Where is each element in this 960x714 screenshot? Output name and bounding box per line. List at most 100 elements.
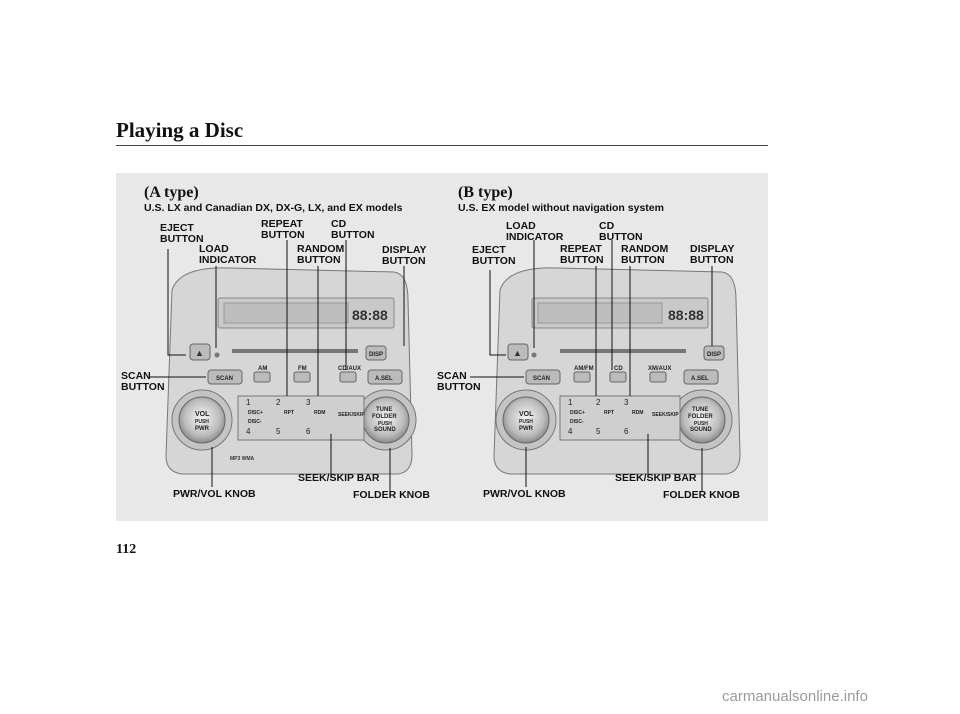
- radio-a-scan-button[interactable]: [207, 369, 243, 385]
- radio-b-preset-panel: [559, 395, 681, 441]
- radio-b-discminus: DISC-: [570, 419, 584, 425]
- radio-b-tune-text: TUNE: [692, 407, 708, 413]
- type-b-model: U.S. EX model without navigation system: [458, 202, 664, 214]
- leaders-a: [150, 240, 405, 491]
- radio-a-preset-3: 3: [306, 398, 311, 407]
- radio-a-am-text: AM: [258, 366, 267, 372]
- radio-a: 88:88 ▲ DISP SCAN AM FM CD/AUX A.SEL VOL…: [165, 267, 417, 475]
- radio-a-tpush-text: PUSH: [378, 421, 392, 427]
- page-title: Playing a Disc: [116, 118, 244, 142]
- type-a-heading: (A type): [144, 184, 199, 201]
- radio-a-asel-button[interactable]: [367, 369, 403, 385]
- radio-b-xm-button[interactable]: [649, 371, 667, 383]
- radio-b-cd-text: CD: [614, 366, 623, 372]
- radio-a-pwr-text: PWR: [195, 426, 210, 432]
- radio-b-disc-slot: [560, 349, 686, 353]
- radio-b-rdm: RDM: [632, 410, 643, 416]
- title-rule: [116, 145, 768, 146]
- radio-a-preset-4: 4: [246, 427, 251, 436]
- page-number: 112: [116, 542, 137, 557]
- radio-b-preset-4: 4: [568, 427, 573, 436]
- radio-a-load-indicator: [214, 352, 220, 358]
- radio-b-amfm-text: AM/FM: [574, 366, 594, 372]
- radio-b-amfm-button[interactable]: [573, 371, 591, 383]
- radio-b-preset-5: 5: [596, 427, 601, 436]
- type-b-pwr-vol-label: PWR/VOL KNOB: [483, 488, 566, 500]
- radio-a-display-lcd: [223, 302, 349, 324]
- watermark: carmanualsonline.info: [722, 688, 868, 705]
- radio-a-fm-text: FM: [298, 366, 307, 372]
- leaders-b: [470, 240, 713, 491]
- radio-a-display-clock: 88:88: [352, 307, 388, 323]
- radio-a-push-text: PUSH: [195, 419, 209, 425]
- radio-a-folder-text: FOLDER: [372, 414, 397, 420]
- radio-b-display-lcd: [537, 302, 663, 324]
- radio-a-preset-6: 6: [306, 427, 311, 436]
- radio-a-preset-5: 5: [276, 427, 281, 436]
- radio-b-preset-3: 3: [624, 398, 629, 407]
- radio-a-scan-text: SCAN: [216, 376, 233, 382]
- radio-b-load-indicator: [531, 352, 537, 358]
- radio-a-tune-knob[interactable]: [362, 396, 410, 444]
- radio-b-vol-knob[interactable]: [502, 396, 550, 444]
- radio-a-asel-text: A.SEL: [375, 376, 393, 382]
- radio-a-eject-button[interactable]: [189, 343, 211, 361]
- type-b-folder-label: FOLDER KNOB: [663, 489, 740, 501]
- radio-b-asel-text: A.SEL: [691, 376, 709, 382]
- radio-b-rpt: RPT: [604, 410, 614, 416]
- radio-b-folder-text: FOLDER: [688, 414, 713, 420]
- radio-b-cd-button[interactable]: [609, 371, 627, 383]
- radio-a-rpt: RPT: [284, 410, 294, 416]
- radio-b-preset-6: 6: [624, 427, 629, 436]
- radio-b-pwr-text: PWR: [519, 426, 534, 432]
- radio-b-preset-2: 2: [596, 398, 601, 407]
- type-a-folder-label: FOLDER KNOB: [353, 489, 430, 501]
- radio-a-disp-button[interactable]: [365, 345, 387, 361]
- radio-b-display-clock: 88:88: [668, 307, 704, 323]
- radio-b-vol-text: VOL: [519, 411, 534, 418]
- radio-a-preset-panel: [237, 395, 365, 441]
- radio-b-asel-button[interactable]: [683, 369, 719, 385]
- radio-a-preset-1: 1: [246, 398, 251, 407]
- type-a-pwr-vol-label: PWR/VOL KNOB: [173, 488, 256, 500]
- radio-a-discminus: DISC-: [248, 419, 262, 425]
- radio-b-tpush-text: PUSH: [694, 421, 708, 427]
- radio-b-tune-knob[interactable]: [678, 396, 726, 444]
- radio-b-scan-button[interactable]: [525, 369, 561, 385]
- radio-a-fm-button[interactable]: [293, 371, 311, 383]
- radio-a-badge: MP3 WMA: [230, 456, 255, 462]
- radio-b-eject-button[interactable]: [507, 343, 529, 361]
- eject-icon: ▲: [513, 348, 522, 358]
- radio-a-preset-2: 2: [276, 398, 281, 407]
- radio-b-preset-1: 1: [568, 398, 573, 407]
- radio-a-cd-text: CD/AUX: [338, 366, 361, 372]
- radio-a-vol-knob[interactable]: [178, 396, 226, 444]
- radio-b-sound-text: SOUND: [690, 427, 712, 433]
- radio-a-discplus: DISC+: [248, 410, 263, 416]
- type-b-heading: (B type): [458, 184, 513, 201]
- radio-b-discplus: DISC+: [570, 410, 585, 416]
- radio-a-rdm: RDM: [314, 410, 325, 416]
- radio-a-tune-text: TUNE: [376, 407, 392, 413]
- radio-a-cd-button[interactable]: [339, 371, 357, 383]
- type-b-seek-skip-label: SEEK/SKIP BAR: [615, 472, 697, 484]
- type-a-model: U.S. LX and Canadian DX, DX-G, LX, and E…: [144, 202, 403, 214]
- radio-b-disp-button[interactable]: [703, 345, 725, 361]
- radio-b-push-text: PUSH: [519, 419, 533, 425]
- radio-a-am-button[interactable]: [253, 371, 271, 383]
- radio-b-seekskip: SEEK/SKIP: [652, 412, 679, 418]
